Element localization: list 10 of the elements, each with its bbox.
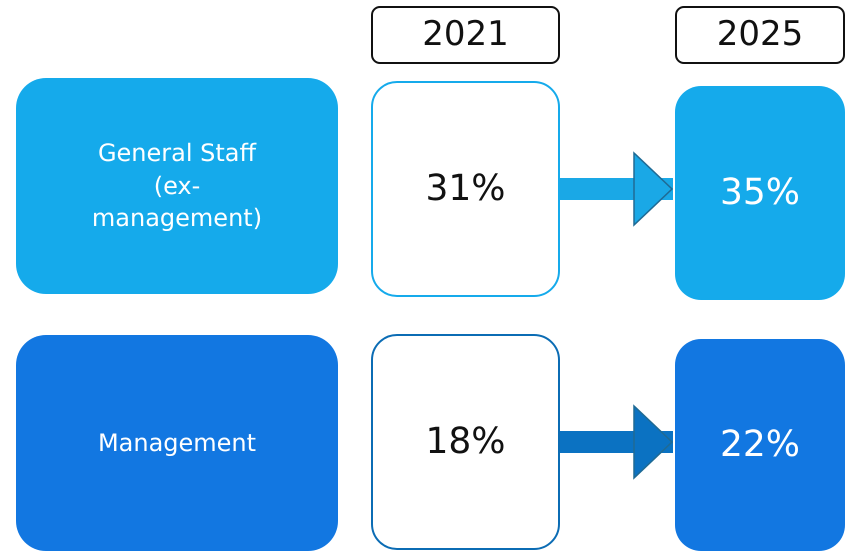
year-header: 2025 [675,6,845,64]
category-box: General Staff (ex-management) [16,78,338,294]
block-arrow [560,405,673,479]
value-box: 35% [675,86,845,300]
value-box: 18% [371,334,560,550]
block-arrow [560,152,673,226]
value-box: 31% [371,81,560,297]
category-box: Management [16,335,338,551]
value-box: 22% [675,339,845,551]
year-header: 2021 [371,6,560,64]
